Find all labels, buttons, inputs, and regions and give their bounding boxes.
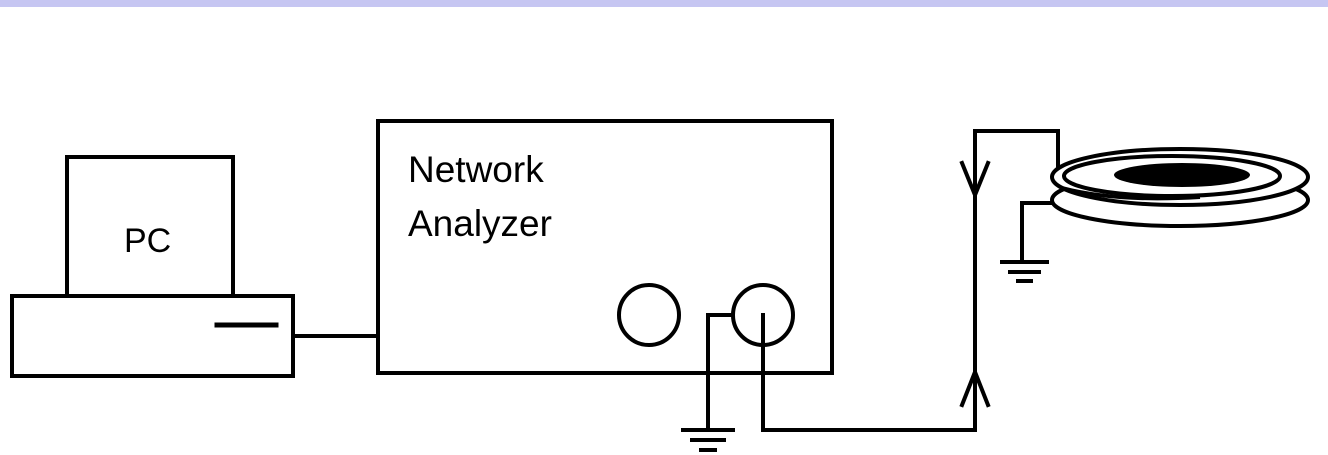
arrow-down (959, 160, 991, 201)
arrow-up (959, 366, 991, 408)
coil-core (1114, 163, 1250, 187)
coil-ground-symbol (1000, 260, 1049, 283)
signal-cable (761, 129, 1060, 432)
top-band (0, 0, 1328, 7)
coil (1050, 147, 1310, 228)
analyzer-ground-symbol (681, 428, 735, 452)
network-analyzer-box (376, 119, 834, 375)
analyzer-label-line1: Network (408, 149, 544, 190)
coil-ground-lead (1020, 201, 1062, 264)
coil-middle (1062, 154, 1282, 198)
pc-label: PC (124, 222, 171, 260)
port-ground-lead (706, 313, 735, 432)
coil-inner-turns (1061, 186, 1201, 201)
pc-base (10, 294, 295, 378)
analyzer-port-1 (617, 283, 681, 347)
analyzer-label-line2: Analyzer (408, 203, 552, 244)
